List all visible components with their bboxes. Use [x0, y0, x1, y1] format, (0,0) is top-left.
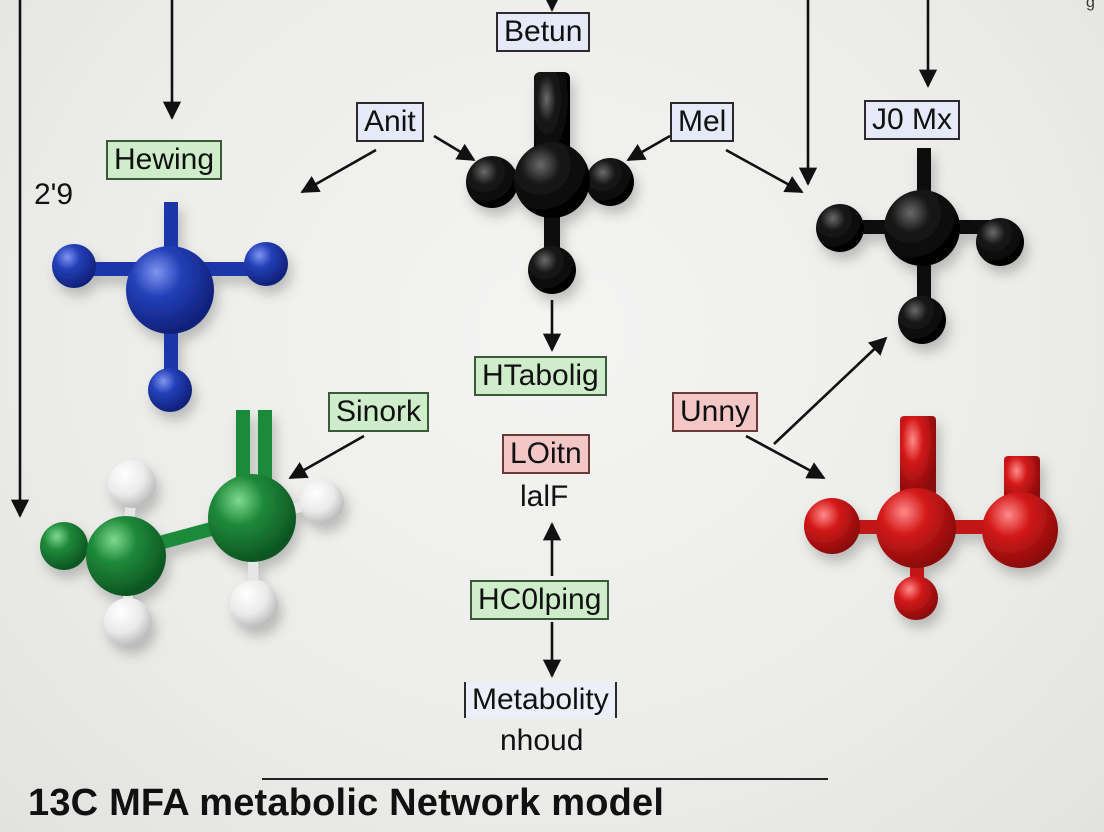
arrow-anit-to-blue	[300, 148, 377, 194]
arrow-anit-to-black	[433, 134, 476, 162]
label-lalf: lalF	[520, 480, 569, 513]
label-loitn: LOitn	[502, 434, 590, 474]
arrow-unny-to-red	[745, 434, 826, 480]
label-htabolig: HTabolig	[474, 356, 607, 396]
blue-molecule	[52, 202, 288, 412]
label-metabolity: Metabolity	[464, 682, 617, 718]
diagram-title: 13C MFA metabolic Network model	[28, 782, 665, 824]
label-anit: Anit	[356, 102, 424, 142]
green-molecule	[40, 410, 344, 646]
red-molecule	[804, 416, 1058, 620]
arrows	[10, 0, 938, 678]
title-rule	[262, 778, 828, 780]
arrow-mel-to-black	[626, 134, 671, 162]
label-nhoud: nhoud	[500, 724, 584, 757]
arrow-sinork-to-green	[288, 434, 365, 480]
corner-mark: g	[1086, 0, 1095, 11]
arrow-mel-to-right	[725, 148, 804, 194]
label-sinork: Sinork	[328, 392, 430, 432]
label-mel: Mel	[670, 102, 735, 142]
label-unny: Unny	[672, 392, 759, 432]
black-molecule-center	[466, 72, 634, 294]
side-note: 2'9	[34, 178, 74, 211]
label-hewing: Hewing	[106, 140, 223, 180]
label-hc0lping: HC0lping	[470, 580, 610, 620]
label-betun: Betun	[496, 12, 591, 52]
black-molecule-right	[816, 148, 1024, 344]
label-j0mx: J0 Mx	[864, 100, 961, 140]
arrow-unny-to-black	[773, 336, 888, 445]
